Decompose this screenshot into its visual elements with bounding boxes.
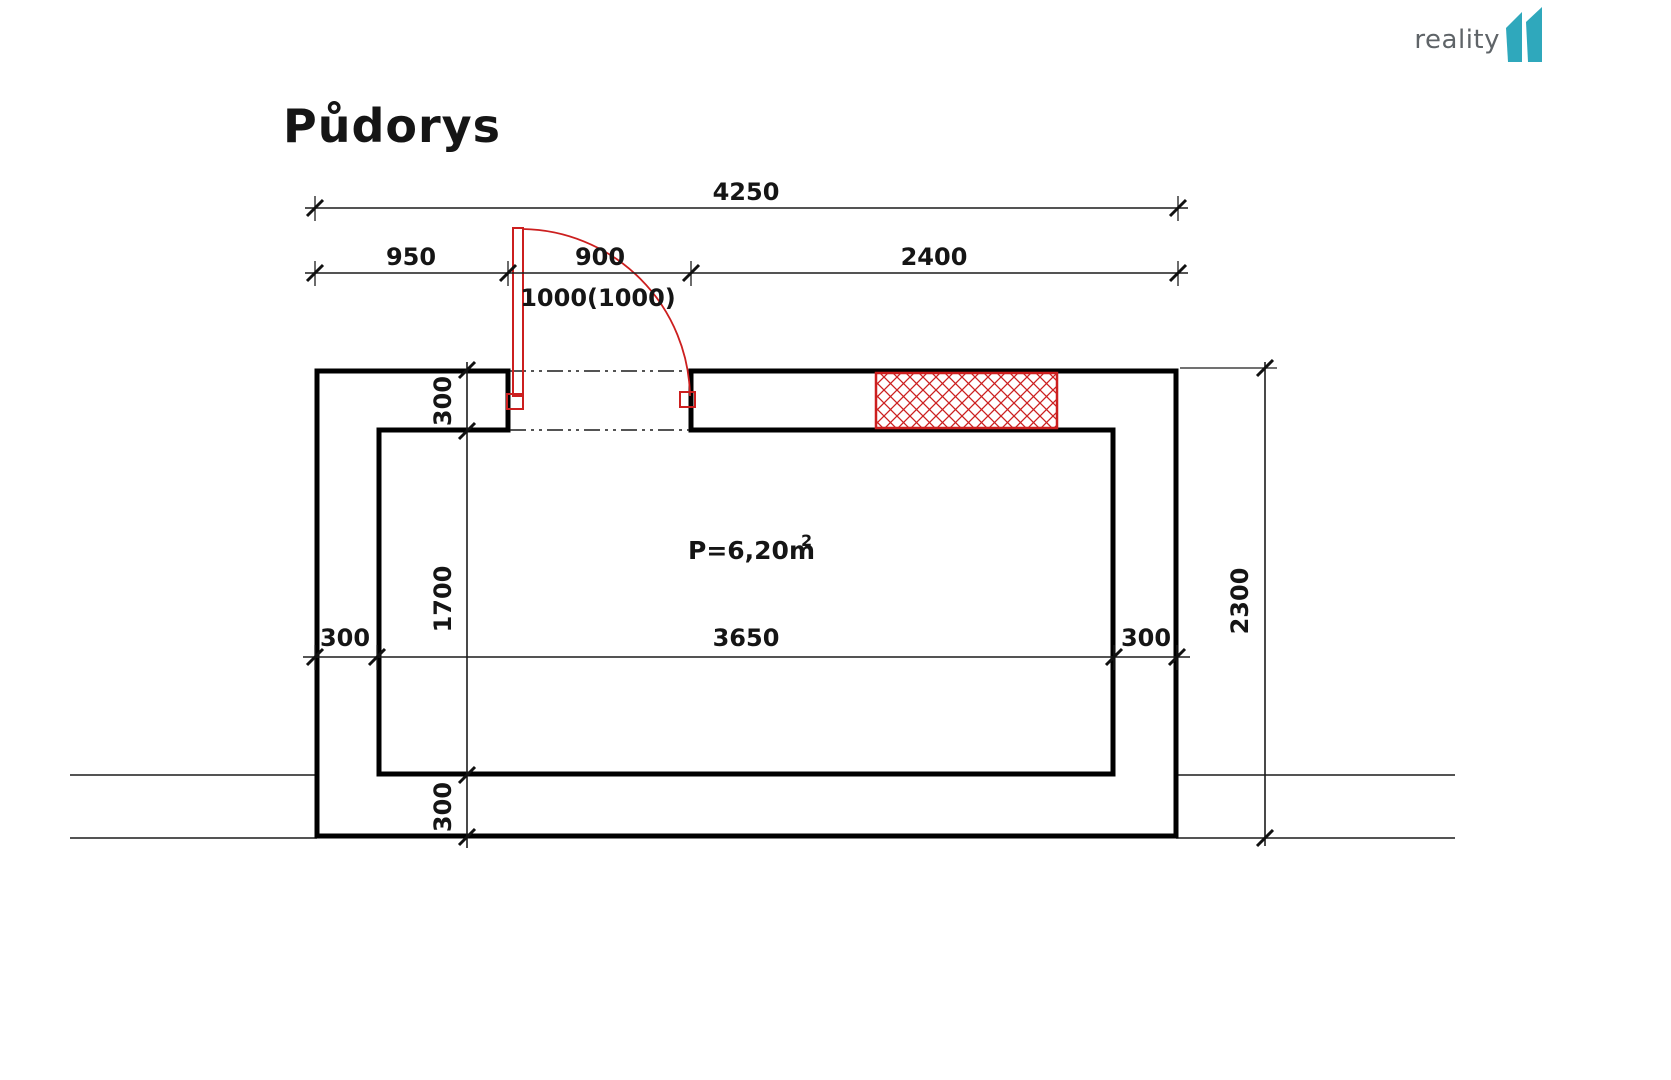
dim-room-width: 3650 — [713, 624, 780, 652]
door-frame-left — [506, 393, 524, 410]
dim-total-height: 2300 — [1226, 568, 1254, 635]
dimension-labels: 4250 950 900 2400 1000(1000) 300 1700 30… — [320, 178, 1254, 832]
logo-text: reality — [1414, 25, 1500, 55]
ground-lines — [70, 774, 1455, 839]
door-frame-right — [679, 391, 696, 408]
dim-wall-bottom: 300 — [429, 782, 457, 832]
area-label: P=6,20m 2 — [688, 531, 815, 565]
dim-seg-right: 2400 — [901, 243, 968, 271]
dim-room-height: 1700 — [429, 566, 457, 633]
page-title: Půdorys — [283, 99, 501, 153]
dim-wall-right: 300 — [1121, 624, 1171, 652]
window-hatch — [874, 371, 1059, 430]
dim-wall-left: 300 — [320, 624, 370, 652]
door-swing-arc — [522, 228, 691, 397]
dim-seg-left: 950 — [386, 243, 436, 271]
dim-seg-door: 900 — [575, 243, 625, 271]
dim-total-width: 4250 — [713, 178, 780, 206]
logo-11-icon — [1506, 7, 1542, 62]
dimension-lines — [303, 196, 1277, 848]
dim-door-spec: 1000(1000) — [520, 284, 676, 312]
door-threshold — [510, 370, 689, 431]
logo: reality — [1414, 7, 1542, 62]
door — [506, 227, 696, 410]
dimension-ticks — [305, 198, 1275, 848]
area-value: P=6,20m — [688, 536, 815, 565]
area-superscript: 2 — [801, 531, 812, 550]
walls — [314, 368, 1179, 839]
dim-wall-top: 300 — [429, 376, 457, 426]
door-leaf — [512, 227, 524, 397]
